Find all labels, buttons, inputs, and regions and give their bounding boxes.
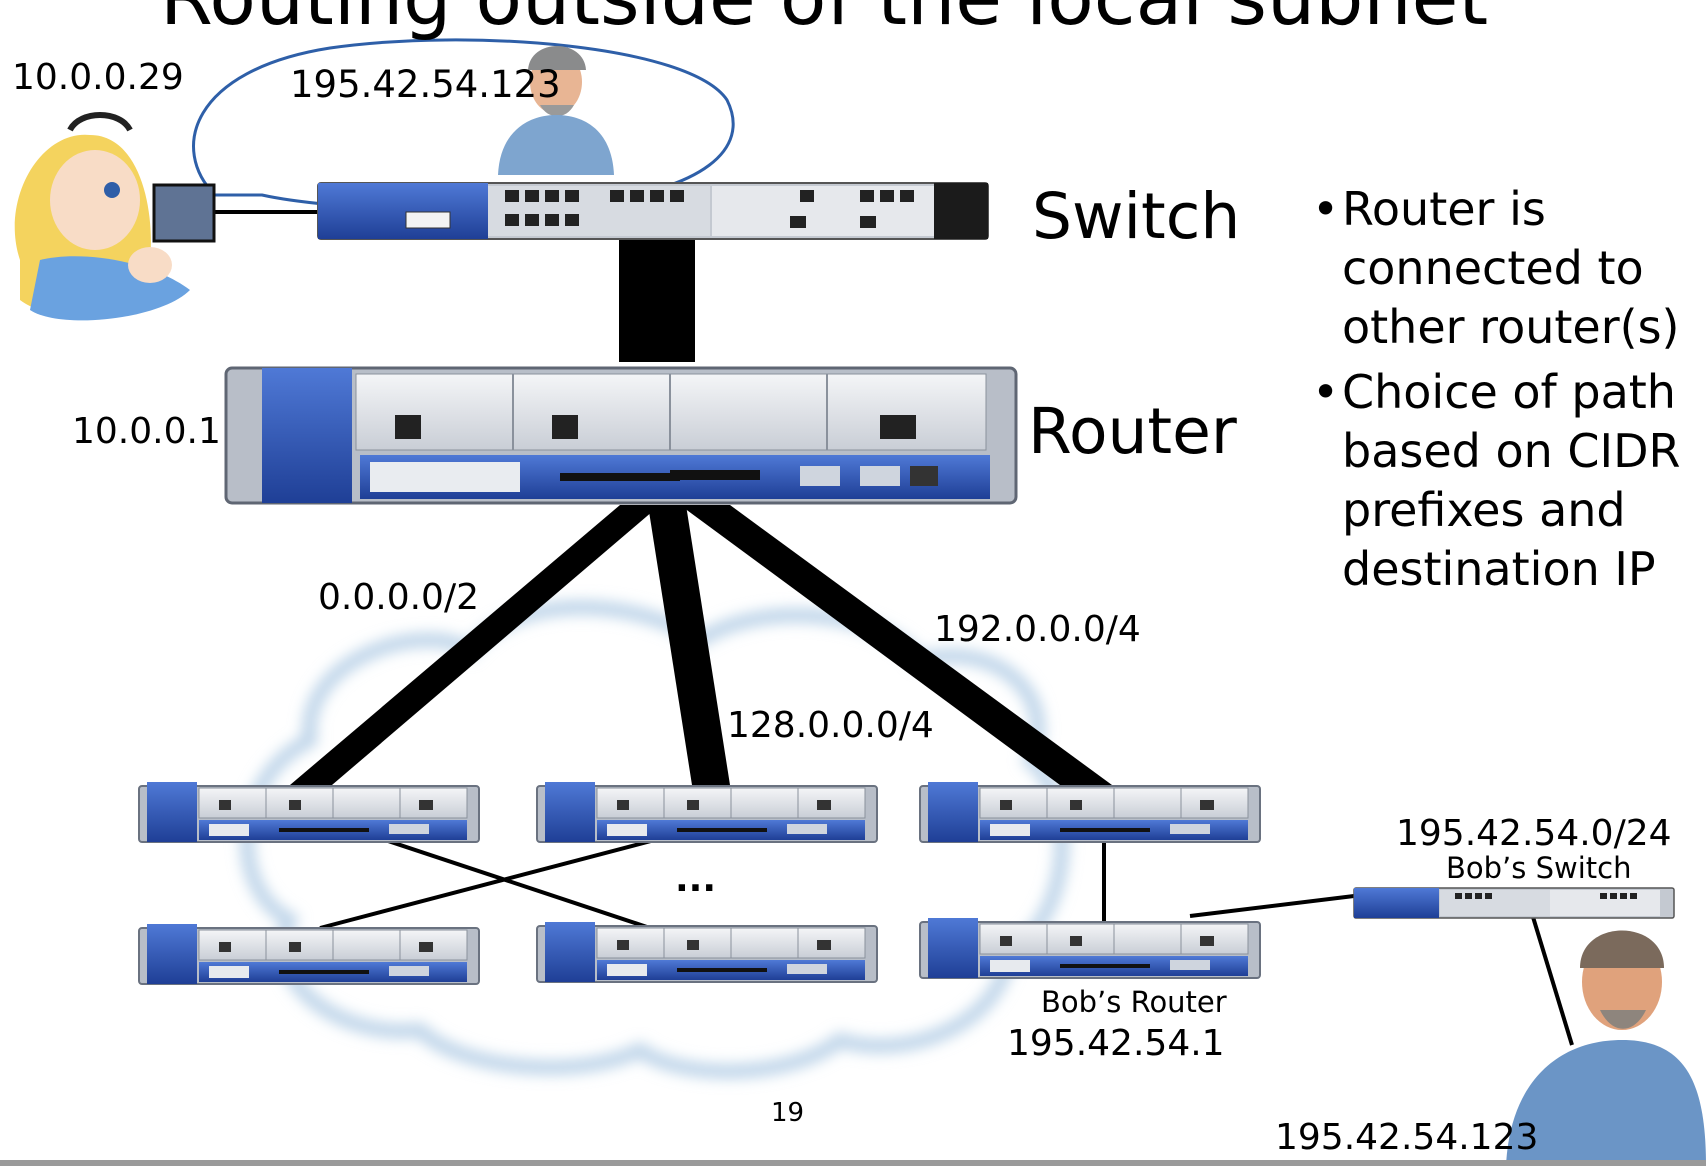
alice-host-icon bbox=[152, 183, 216, 243]
prefix-middle-label: 128.0.0.0/4 bbox=[727, 705, 934, 746]
bobs-router-device bbox=[919, 917, 1261, 979]
bob-avatar-large bbox=[1506, 930, 1706, 1166]
prefix-left-label: 0.0.0.0/2 bbox=[318, 577, 479, 618]
cloud-router-4 bbox=[138, 923, 480, 985]
link-0-0-0-0-2 bbox=[290, 505, 660, 785]
bobs-router-ip-label: 195.42.54.1 bbox=[1007, 1023, 1225, 1064]
bob-avatar-small bbox=[498, 46, 614, 175]
page-number: 19 bbox=[771, 1098, 805, 1128]
link-192-0-0-0-4 bbox=[680, 505, 1112, 785]
link-128-0-0-0-4 bbox=[648, 505, 730, 785]
bobs-switch-bob-link bbox=[1531, 916, 1574, 1046]
speech-ip-label: 195.42.54.123 bbox=[290, 63, 561, 106]
cloud-router-2 bbox=[536, 781, 878, 843]
footer-divider bbox=[0, 1160, 1706, 1166]
switch-label: Switch bbox=[1032, 180, 1241, 253]
prefix-right-label: 192.0.0.0/4 bbox=[934, 609, 1141, 650]
router-links bbox=[290, 240, 1112, 785]
cross-link-b bbox=[319, 834, 671, 930]
bob-ip-label: 195.42.54.123 bbox=[1275, 1117, 1539, 1158]
bobs-router-label: Bob’s Router bbox=[1041, 985, 1227, 1019]
cloud-router-1 bbox=[138, 781, 480, 843]
bobs-switch-label: Bob’s Switch bbox=[1446, 851, 1632, 885]
alice-ip-label: 10.0.0.29 bbox=[12, 57, 184, 98]
router-ip-label: 10.0.0.1 bbox=[72, 411, 221, 452]
main-router-device bbox=[224, 366, 1018, 505]
cloud-router-5 bbox=[536, 921, 878, 983]
cloud-router-3 bbox=[919, 781, 1261, 843]
bullet-list: Router is connected to other router(s) C… bbox=[1312, 180, 1702, 605]
thin-links bbox=[210, 210, 1574, 1046]
switch-router-link bbox=[619, 240, 695, 362]
ellipsis-label: ... bbox=[675, 859, 717, 900]
alice-avatar bbox=[14, 112, 190, 321]
router-label: Router bbox=[1028, 395, 1237, 468]
bobs-switch-device bbox=[1353, 887, 1675, 919]
bullet-item: Choice of path based on CIDR prefixes an… bbox=[1312, 363, 1702, 599]
bullet-item: Router is connected to other router(s) bbox=[1312, 180, 1702, 357]
bobs-router-switch-link bbox=[1189, 894, 1355, 918]
switch-device bbox=[317, 182, 989, 240]
slide-title: Routing outside of the local subnet bbox=[160, 0, 1488, 36]
bobs-subnet-label: 195.42.54.0/24 bbox=[1396, 813, 1672, 854]
